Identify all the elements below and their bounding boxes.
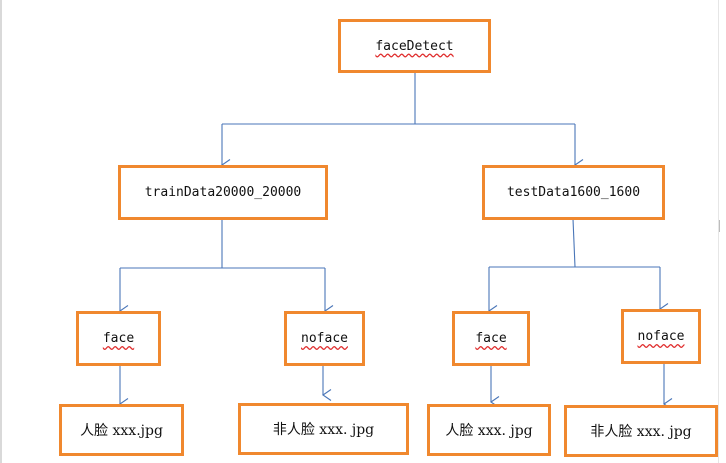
scroll-marker [719, 220, 725, 232]
connector-test-stem [572, 218, 576, 268]
leaf-test-face[interactable]: 人脸 xxx. jpg [427, 404, 551, 456]
node-train-face-label: face [102, 331, 135, 346]
node-test-data-label: testData1600_1600 [506, 185, 641, 200]
canvas-right-edge [718, 0, 719, 463]
node-test-noface[interactable]: noface [621, 309, 701, 364]
canvas-left-edge [0, 0, 2, 463]
node-train-data-label: trainData20000_20000 [144, 185, 302, 200]
node-root[interactable]: faceDetect [338, 19, 491, 73]
node-train-noface-label: noface [301, 331, 348, 346]
leaf-train-face-label: 人脸 xxx.jpg [80, 423, 163, 439]
leaf-test-noface-label: 非人脸 xxx. jpg [590, 424, 692, 440]
node-test-face-label: face [475, 331, 507, 346]
node-test-data[interactable]: testData1600_1600 [482, 165, 665, 220]
node-root-label: faceDetect [375, 38, 454, 54]
leaf-train-face[interactable]: 人脸 xxx.jpg [59, 404, 184, 456]
node-train-noface[interactable]: noface [284, 311, 365, 366]
leaf-test-noface[interactable]: 非人脸 xxx. jpg [564, 405, 718, 457]
node-test-noface-label: noface [637, 329, 685, 344]
leaf-train-noface-label: 非人脸 xxx. jpg [272, 422, 375, 438]
node-train-data[interactable]: trainData20000_20000 [118, 165, 328, 220]
leaf-test-face-label: 人脸 xxx. jpg [445, 423, 533, 439]
node-test-face[interactable]: face [452, 311, 530, 366]
leaf-train-noface[interactable]: 非人脸 xxx. jpg [238, 403, 409, 455]
node-train-face[interactable]: face [76, 311, 161, 366]
